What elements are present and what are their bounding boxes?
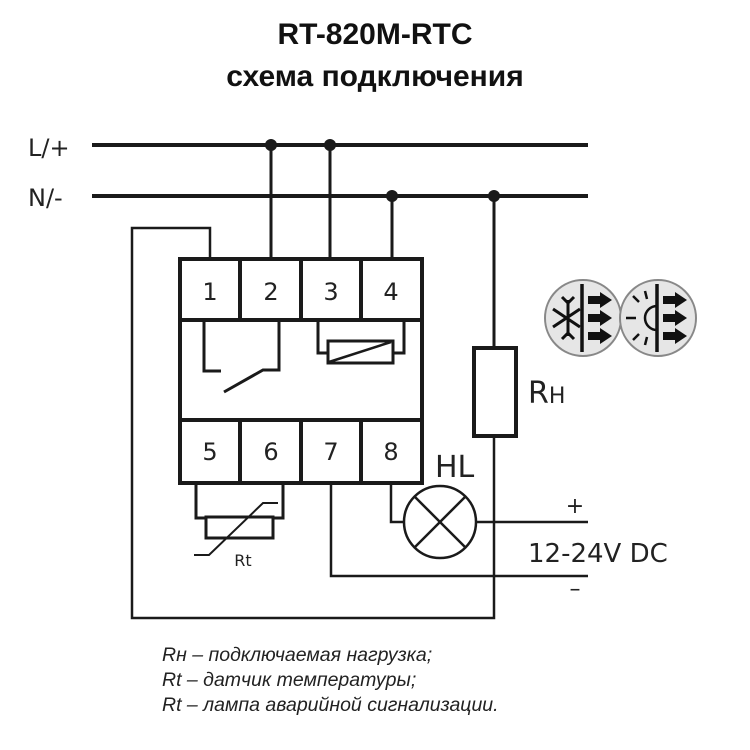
coil-diagonal xyxy=(328,340,392,364)
legend-item-lamp: Rt – лампа аварийной сигнализации. xyxy=(162,694,499,716)
coil-lead xyxy=(316,322,328,355)
load-label: RH xyxy=(528,376,565,411)
wire-1-to-load xyxy=(130,226,496,620)
terminal-3-label: 3 xyxy=(323,278,338,306)
supply-minus-label: – xyxy=(570,577,581,602)
relay-contact-switch xyxy=(223,322,281,394)
relay-contact-fixed xyxy=(202,322,221,373)
terminal-8-label: 8 xyxy=(383,438,398,466)
sensor-lead xyxy=(194,483,206,520)
neutral-line-label: N/- xyxy=(28,184,63,212)
wire-7-to-minus xyxy=(329,483,588,578)
lamp-cross xyxy=(414,496,466,548)
terminal-6-label: 6 xyxy=(263,438,278,466)
lamp-label: HL xyxy=(435,450,475,485)
legend-item-sensor: Rt – датчик температуры; xyxy=(162,669,417,691)
terminal-1-label: 1 xyxy=(202,278,217,306)
terminal-2-label: 2 xyxy=(263,278,278,306)
diagram-title: RT-820M-RTC xyxy=(277,18,473,51)
coil-lead xyxy=(393,322,406,355)
live-line-label: L/+ xyxy=(28,134,70,162)
terminal-7-label: 7 xyxy=(323,438,338,466)
temperature-sensor xyxy=(204,515,275,540)
cooling-mode-icon xyxy=(544,279,622,357)
supply-voltage-label: 12-24V DC xyxy=(528,539,668,569)
lamp-lead xyxy=(389,483,404,524)
heating-mode-icon xyxy=(619,279,697,357)
load-resistor xyxy=(472,346,518,438)
terminal-4-label: 4 xyxy=(383,278,398,306)
legend-item-load: Rн – подключаемая нагрузка; xyxy=(162,644,433,666)
diagram-subtitle: схема подключения xyxy=(226,60,524,93)
thermistor-arrow xyxy=(194,502,278,556)
sensor-label: Rt xyxy=(234,551,251,570)
sensor-lead xyxy=(273,483,285,520)
legend: Rн – подключаемая нагрузка; Rt – датчик … xyxy=(162,643,499,718)
supply-plus-label: + xyxy=(566,494,584,519)
terminal-5-label: 5 xyxy=(202,438,217,466)
